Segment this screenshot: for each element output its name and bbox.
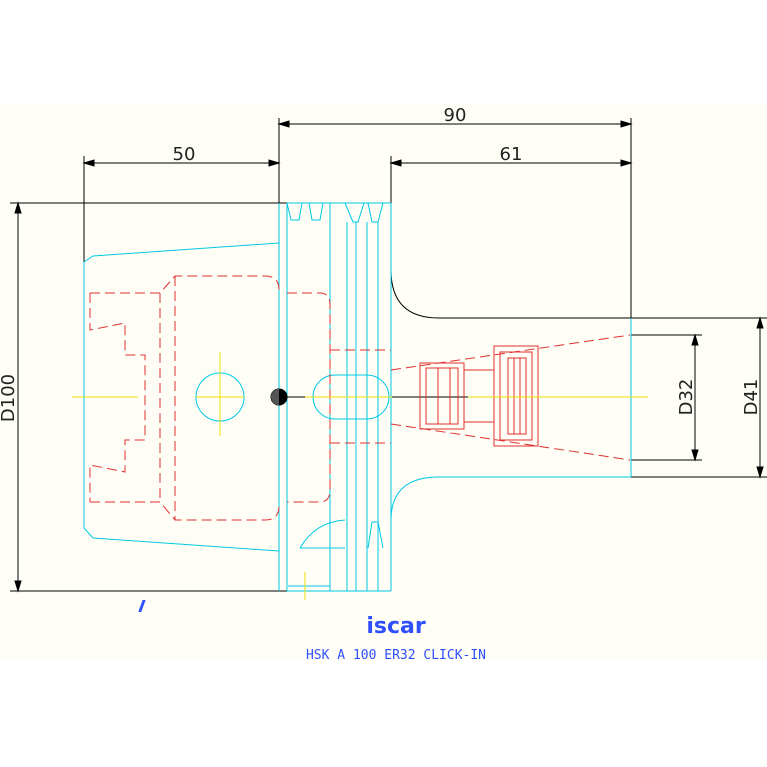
dimension-gauge-length (389, 156, 633, 205)
dimension-gauge-length-label: 61 (500, 144, 523, 165)
dimension-overall-length-label: 90 (444, 105, 467, 126)
centerlines (72, 352, 648, 600)
drawing-caption: HSK A 100 ER32 CLICK-IN (306, 648, 486, 663)
dimension-collet-diameter-label: D32 (676, 379, 697, 416)
brand-logo: iscar (138, 600, 426, 639)
dimension-main-diameter-label: D100 (0, 374, 19, 422)
dimension-overall-length (277, 118, 633, 318)
dimension-nose-diameter-label: D41 (741, 379, 762, 416)
collet-nut-assembly (419, 345, 539, 447)
dimension-shank-length-label: 50 (173, 144, 196, 165)
dimension-main-diameter (10, 201, 287, 593)
dimension-nose-diameter (631, 316, 767, 479)
dimension-collet-diameter (631, 333, 702, 462)
brand-logo-text: iscar (366, 614, 426, 639)
gauge-point-marker (270, 388, 288, 406)
dimension-shank-length (82, 156, 281, 262)
